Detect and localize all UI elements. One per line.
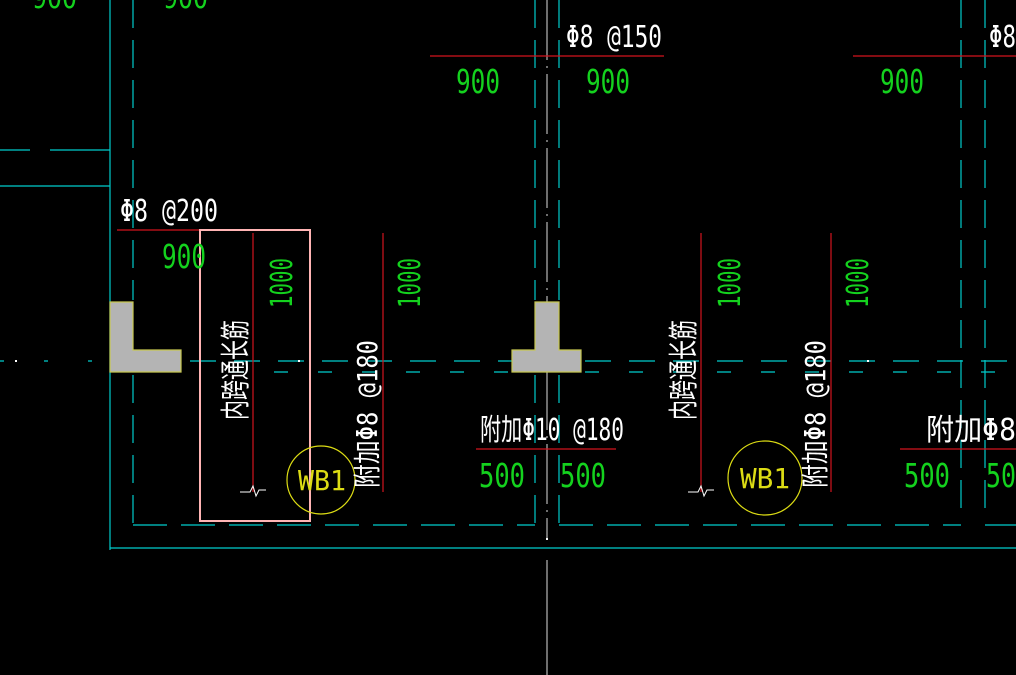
dimension-label-vertical[interactable]: 1000 bbox=[841, 258, 876, 308]
t-column-section bbox=[511, 301, 582, 373]
dimension-label[interactable]: 500 bbox=[479, 456, 525, 495]
dimension-label[interactable]: 500 bbox=[904, 456, 950, 495]
inner-rebar-label[interactable]: 内跨通长筋 bbox=[219, 320, 254, 420]
dimension-label[interactable]: 900 bbox=[456, 62, 500, 101]
rebar-hooks bbox=[240, 484, 714, 498]
selection-box[interactable] bbox=[199, 229, 311, 522]
red-rebar-lines bbox=[117, 55, 1016, 492]
wb1-markers[interactable] bbox=[286, 440, 803, 516]
cyan-linework bbox=[0, 0, 1016, 550]
snap-dot bbox=[298, 360, 300, 362]
addon-rebar-label[interactable]: 附加Φ8 bbox=[926, 413, 1016, 448]
wb1-circle[interactable] bbox=[286, 445, 356, 515]
spacing-label[interactable]: Φ8 @200 bbox=[120, 194, 218, 229]
top-green-label: 900 bbox=[163, 0, 208, 16]
snap-dot bbox=[867, 360, 869, 362]
dimension-label[interactable]: 900 bbox=[586, 62, 630, 101]
l-column-section bbox=[109, 301, 182, 373]
snap-dot bbox=[546, 538, 548, 540]
column-sections bbox=[109, 301, 582, 373]
dimension-label[interactable]: 50 bbox=[986, 456, 1016, 495]
dimension-label[interactable]: 900 bbox=[880, 62, 924, 101]
inner-rebar-label[interactable]: 内跨通长筋 bbox=[667, 320, 702, 420]
addon-rebar-label-vertical[interactable]: 附加Φ8 @180 bbox=[351, 340, 384, 488]
dimension-label-vertical[interactable]: 1000 bbox=[265, 258, 300, 308]
addon-rebar-label[interactable]: 附加Φ10 @180 bbox=[480, 413, 624, 448]
dimension-label-vertical[interactable]: 1000 bbox=[393, 258, 428, 308]
wb1-circle[interactable] bbox=[727, 440, 803, 516]
dimension-label[interactable]: 900 bbox=[162, 237, 206, 276]
dimension-label-vertical[interactable]: 1000 bbox=[713, 258, 748, 308]
top-green-label: 900 bbox=[32, 0, 77, 16]
snap-dot bbox=[15, 360, 17, 362]
wb1-label[interactable]: WB1 bbox=[298, 464, 346, 497]
hook-symbol bbox=[688, 484, 714, 498]
spacing-label[interactable]: Φ8 bbox=[989, 20, 1016, 55]
dimension-label[interactable]: 500 bbox=[560, 456, 606, 495]
addon-rebar-label-vertical[interactable]: 附加Φ8 @180 bbox=[799, 340, 832, 488]
annotation-texts: 900 900 Φ8 @150 Φ8 900 900 900 Φ8 @200 9… bbox=[32, 0, 1016, 497]
spacing-label[interactable]: Φ8 @150 bbox=[566, 20, 662, 55]
hook-symbol bbox=[240, 484, 266, 498]
snap-dots bbox=[15, 360, 869, 540]
wb1-label[interactable]: WB1 bbox=[740, 462, 790, 495]
